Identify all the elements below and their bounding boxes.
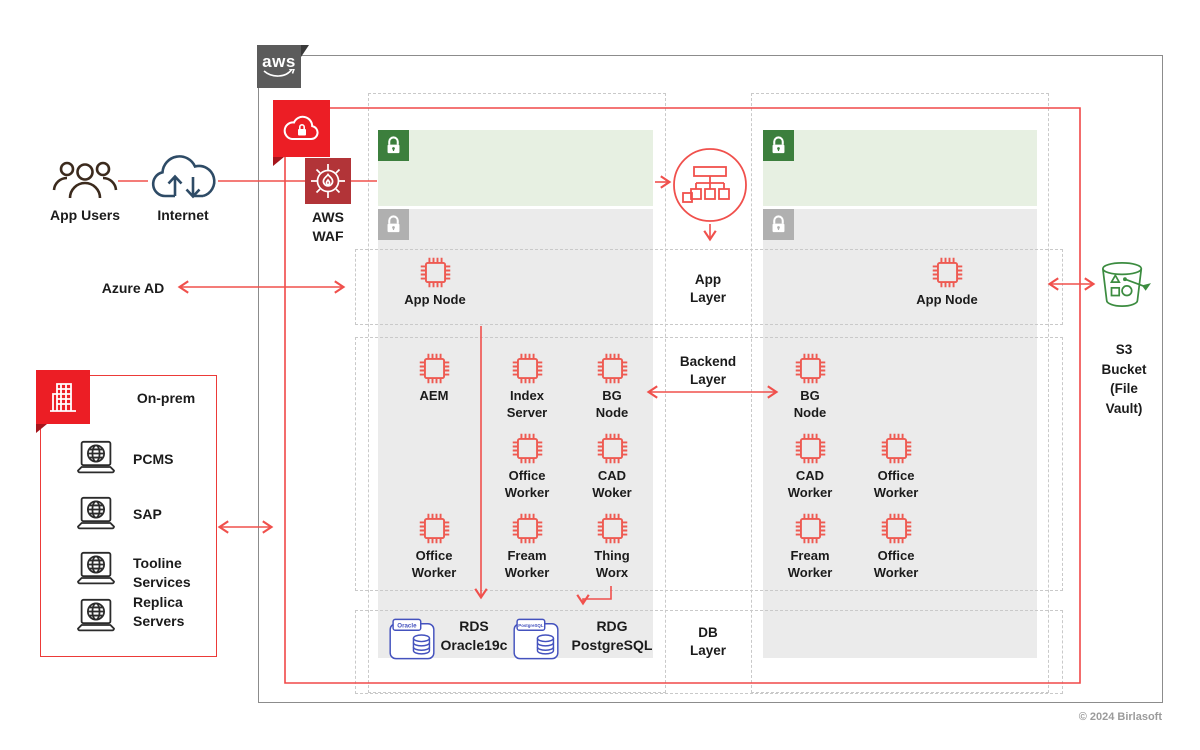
onprem-item-replica: Replica Servers xyxy=(133,594,185,629)
chip-icon xyxy=(795,353,825,384)
right-public-subnet xyxy=(763,130,1037,206)
node-label: BG Node xyxy=(793,388,827,420)
node-thing-worx: Thing Worx xyxy=(567,512,657,582)
aws-waf-badge xyxy=(305,158,351,204)
chip-icon xyxy=(795,433,825,464)
node-app-node-right: App Node xyxy=(902,256,992,309)
rdg-postgresql-icon: PostgreSQL xyxy=(513,618,559,660)
chip-icon xyxy=(932,257,962,288)
node-cad-worker: CAD Worker xyxy=(765,432,855,502)
node-aem: AEM xyxy=(389,352,479,405)
aws-waf-label: AWS WAF xyxy=(312,209,344,244)
node-label: Fream Worker xyxy=(787,548,833,580)
node-label: Office Worker xyxy=(873,468,919,500)
azure-ad-label: Azure AD xyxy=(101,280,165,296)
connector-thingworx-postgresql xyxy=(576,586,612,606)
node-office-worker: Office Worker xyxy=(851,432,941,502)
chip-icon xyxy=(881,513,911,544)
chip-icon xyxy=(795,513,825,544)
app-users-label: App Users xyxy=(49,207,121,223)
onprem-item-pcms: PCMS xyxy=(133,451,174,467)
chip-icon xyxy=(512,433,542,464)
waf-firewall-icon xyxy=(311,164,345,198)
chip-icon xyxy=(419,353,449,384)
node-label: CAD Woker xyxy=(592,468,632,500)
app-layer-label: App Layer xyxy=(689,272,727,306)
onprem-title: On-prem xyxy=(136,390,196,406)
node-office-worker: Office Worker xyxy=(482,432,572,502)
node-label: App Node xyxy=(916,292,978,307)
node-app-node-left: App Node xyxy=(390,256,480,309)
building-icon xyxy=(50,383,76,412)
chip-icon xyxy=(597,513,627,544)
backend-layer-label: Backend Layer xyxy=(679,354,737,388)
node-cad-worker: CAD Woker xyxy=(567,432,657,502)
onprem-item-tooline: Tooline Services xyxy=(133,555,191,590)
node-fream-worker: Fream Worker xyxy=(765,512,855,582)
chip-icon xyxy=(597,433,627,464)
node-bg-node-right: BG Node xyxy=(765,352,855,422)
node-label: AEM xyxy=(419,388,449,403)
db-icon-label: Oracle xyxy=(397,622,417,629)
laptop-icon xyxy=(72,440,120,476)
left-private-subnet xyxy=(378,209,653,658)
aws-cloud-boundary xyxy=(258,55,1163,703)
vpc-cloud-lock-icon xyxy=(283,115,319,140)
node-label: Thing Worx xyxy=(594,548,630,580)
node-index-server: Index Server xyxy=(482,352,572,422)
copyright-text: © 2024 Birlasoft xyxy=(1078,711,1162,723)
node-bg-node-left: BG Node xyxy=(567,352,657,422)
onprem-badge xyxy=(36,370,90,433)
vpc-boundary xyxy=(284,107,1081,684)
db-icon-label: PostgreSQL xyxy=(518,623,544,628)
node-label: Office Worker xyxy=(411,548,457,580)
aws-logo-badge: aws xyxy=(257,45,309,88)
s3-bucket-icon xyxy=(1101,261,1151,307)
left-public-subnet xyxy=(378,130,653,206)
node-label: BG Node xyxy=(595,388,629,420)
internet-icon xyxy=(151,155,216,199)
node-label: App Node xyxy=(404,292,466,307)
node-office-worker: Office Worker xyxy=(851,512,941,582)
db-layer-label: DB Layer xyxy=(689,625,727,659)
public-subnet-lock-icon xyxy=(378,130,409,161)
chip-icon xyxy=(881,433,911,464)
right-private-subnet xyxy=(763,209,1037,658)
node-office-worker: Office Worker xyxy=(389,512,479,582)
node-label: Office Worker xyxy=(504,468,550,500)
laptop-icon xyxy=(72,551,120,587)
onprem-item-sap: SAP xyxy=(133,506,162,522)
rdg-postgresql-label: RDG PostgreSQL xyxy=(571,618,653,653)
node-label: Index Server xyxy=(506,388,548,420)
aws-logo-text: aws xyxy=(262,51,296,71)
onprem-boundary xyxy=(40,375,217,657)
internet-label: Internet xyxy=(157,207,209,223)
aws-smile-icon xyxy=(263,68,295,77)
chip-icon xyxy=(512,353,542,384)
chip-icon xyxy=(512,513,542,544)
private-subnet-lock-icon xyxy=(763,209,794,240)
load-balancer-icon xyxy=(672,147,748,223)
chip-icon xyxy=(419,513,449,544)
rds-oracle-label: RDS Oracle19c xyxy=(440,618,508,653)
node-label: Office Worker xyxy=(873,548,919,580)
node-label: Fream Worker xyxy=(504,548,550,580)
db-layer-row xyxy=(355,610,1063,694)
chip-icon xyxy=(597,353,627,384)
rds-oracle-icon: Oracle xyxy=(389,618,435,660)
node-fream-worker: Fream Worker xyxy=(482,512,572,582)
laptop-icon xyxy=(72,496,120,532)
backend-layer-row xyxy=(355,337,1063,591)
private-subnet-lock-icon xyxy=(378,209,409,240)
vpc-badge xyxy=(273,100,330,166)
app-users-icon xyxy=(52,161,118,199)
s3-bucket-label: S3 Bucket (File Vault) xyxy=(1101,342,1147,416)
laptop-icon xyxy=(72,598,120,634)
public-subnet-lock-icon xyxy=(763,130,794,161)
node-label: CAD Worker xyxy=(787,468,833,500)
chip-icon xyxy=(420,257,450,288)
